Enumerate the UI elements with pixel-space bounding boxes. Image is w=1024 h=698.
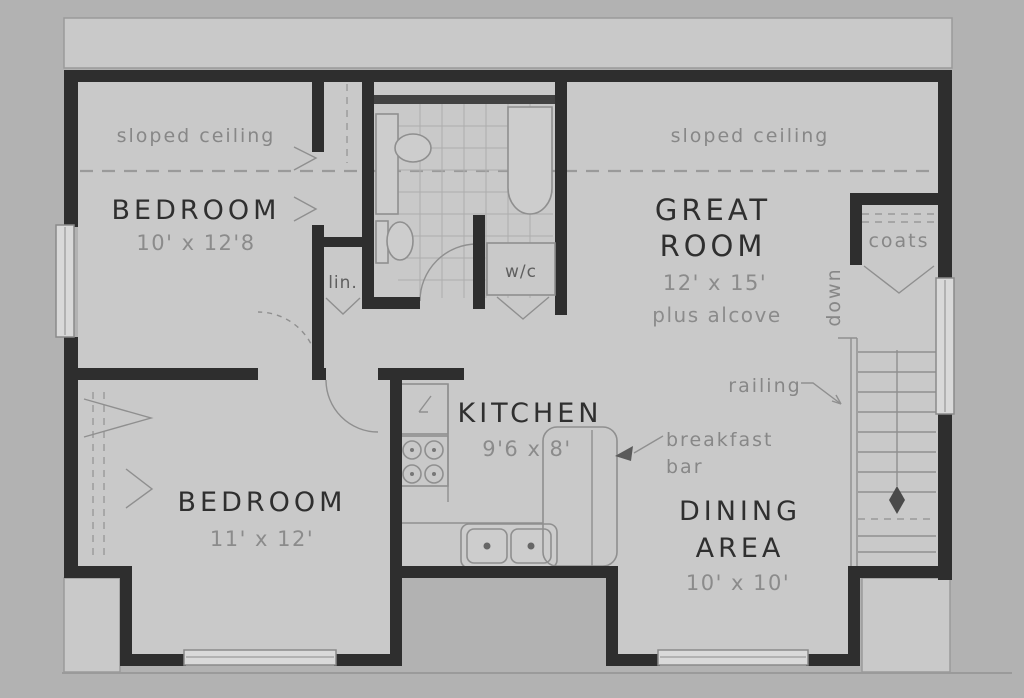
railing-leader-arrowhead — [831, 394, 842, 405]
breakfast-bar-label-line1: breakfast — [666, 429, 773, 451]
kitchen-fixtures — [399, 383, 618, 569]
exterior-wall-left-upper — [64, 70, 78, 227]
dining-name-line2: AREA — [696, 533, 785, 564]
toilet-tank — [375, 220, 389, 264]
kitchen-west-wall — [390, 368, 402, 666]
down-label: down — [823, 267, 845, 326]
sloped-ceiling-left-label: sloped ceiling — [117, 125, 276, 147]
bedroom2-closet-door-chevron-2 — [125, 468, 154, 509]
attic-access-chevron — [293, 146, 318, 171]
bathroom-south-wall — [362, 297, 420, 309]
dining-west-wall — [606, 566, 618, 666]
interior-floor — [78, 82, 938, 654]
great-room-name-line1: GREAT — [655, 193, 771, 227]
kitchen-south-wall — [390, 566, 618, 578]
text-labels: sloped ceiling sloped ceiling BEDROOM 10… — [112, 125, 929, 595]
coats-west-wall — [850, 193, 862, 265]
bathroom-door-swing — [419, 243, 478, 302]
great-room-dims: 12' x 15' — [663, 271, 767, 295]
coats-closet-label: coats — [868, 230, 929, 252]
stair-railing-line — [838, 337, 858, 566]
bedroom2-closet-door-chevron — [83, 398, 154, 438]
dining-south-wall-a — [606, 654, 660, 666]
exterior-wall-right-upper — [938, 70, 952, 278]
bedroom2-west-bump-wall — [120, 566, 132, 666]
stair-down-arrow — [889, 486, 905, 514]
staircase — [838, 337, 936, 566]
kitchen-counter-edge — [402, 384, 543, 524]
leader-lines — [615, 382, 842, 461]
bathtub — [507, 106, 553, 215]
windows — [55, 224, 955, 666]
right-lower-roof — [861, 577, 951, 673]
exterior-wall-top — [64, 70, 952, 82]
attic-access-chevron-2 — [293, 196, 318, 222]
walls — [64, 70, 952, 666]
bathroom-west-wall — [362, 82, 374, 307]
refrigerator-mark — [418, 395, 432, 413]
knee-wall — [312, 82, 324, 152]
bedroom1-dims: 10' x 12'8 — [136, 231, 255, 255]
water-closet-box — [486, 242, 556, 296]
great-room-west-wall — [555, 82, 567, 315]
kitchen-name: KITCHEN — [458, 398, 603, 429]
bedroom-divider-wall — [78, 368, 258, 380]
dining-east-wall — [848, 566, 860, 666]
dining-name-line1: DINING — [679, 496, 801, 527]
closet-south-wall — [64, 566, 132, 578]
hall-door-pier — [312, 368, 326, 380]
stove-burners — [402, 440, 444, 484]
breakfast-bar-leader — [633, 435, 664, 454]
kitchen-north-wall — [378, 368, 464, 380]
bathroom-fixtures — [375, 106, 553, 302]
bedroom2-south-wall-a — [120, 654, 186, 666]
bedroom2-dims: 11' x 12' — [210, 527, 314, 551]
bedroom2-door-swing — [325, 379, 379, 433]
bedroom2-name: BEDROOM — [178, 487, 347, 518]
railing-leader — [801, 382, 842, 405]
coats-closet-chevron — [863, 265, 935, 294]
coats-north-wall — [850, 193, 938, 205]
bedroom2-closet-rod — [92, 392, 105, 560]
exterior-wall-left-lower — [64, 337, 78, 578]
stairs-south-wall — [848, 566, 952, 578]
bathroom-vanity-counter — [375, 113, 399, 215]
roof-eave-band — [63, 17, 953, 69]
railing-label: railing — [728, 375, 801, 397]
linen-closet-chevron — [325, 297, 361, 315]
kitchen-sink — [460, 523, 558, 569]
linen-closet-label: lin. — [328, 273, 358, 293]
breakfast-bar-arrowhead — [615, 446, 633, 461]
bedroom2-south-wall-b — [334, 654, 402, 666]
great-room-note: plus alcove — [652, 303, 781, 327]
dining-dims: 10' x 10' — [686, 571, 790, 595]
water-closet-chevron — [496, 296, 550, 320]
left-lower-roof — [63, 577, 121, 673]
exterior-wall-right-lower — [938, 414, 952, 580]
linen-top-wall — [312, 237, 374, 247]
breakfast-bar-label-line2: bar — [666, 456, 704, 478]
sloped-ceiling-right-label: sloped ceiling — [671, 125, 830, 147]
linen-east-wall — [312, 225, 324, 370]
water-closet-label: w/c — [505, 262, 537, 282]
dining-south-wall-b — [806, 654, 860, 666]
kitchen-dims: 9'6 x 8' — [482, 437, 571, 461]
bedroom1-name: BEDROOM — [112, 195, 281, 226]
toilet-bowl — [386, 221, 414, 261]
great-room-name-line2: ROOM — [660, 229, 767, 263]
bathroom-inner-top-wall — [374, 95, 555, 104]
water-closet-west-wall — [473, 215, 485, 309]
bathroom-sink — [394, 133, 432, 163]
